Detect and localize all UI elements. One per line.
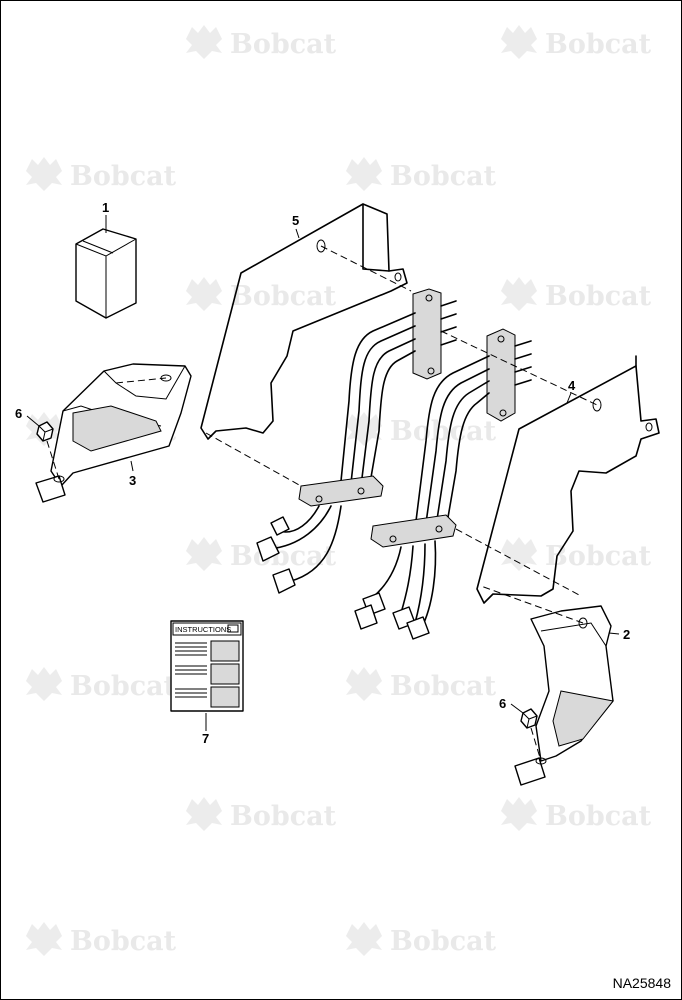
callout-leaders [26, 215, 620, 731]
part-7-instructions-sheet: INSTRUCTIONS [170, 620, 244, 712]
callout-2: 2 [623, 627, 630, 642]
watermark-text: Bobcat [230, 801, 337, 832]
watermark-text: Bobcat [70, 671, 177, 702]
callout-6-right: 6 [499, 696, 506, 711]
part-6-bolt-left [36, 421, 60, 480]
part-1-box [75, 228, 137, 319]
instructions-title: INSTRUCTIONS [175, 625, 231, 634]
watermark-text: Bobcat [545, 281, 652, 312]
callout-4: 4 [568, 378, 576, 393]
watermark-text: Bobcat [230, 29, 337, 60]
hydraulic-lines-front [354, 328, 582, 640]
part-3-guard [35, 363, 192, 503]
part-5-side-shield [200, 203, 412, 487]
callout-5: 5 [292, 213, 299, 228]
watermark-text: Bobcat [545, 29, 652, 60]
watermark-text: Bobcat [390, 671, 497, 702]
watermark-text: Bobcat [390, 416, 497, 447]
watermark-text: Bobcat [390, 926, 497, 957]
watermark-text: Bobcat [230, 281, 337, 312]
hydraulic-lines-rear [256, 288, 457, 594]
callout-1: 1 [102, 200, 109, 215]
callout-labels: 1 5 4 3 2 6 6 7 [15, 200, 630, 746]
part-4-side-shield [440, 330, 660, 604]
figure-id: NA25848 [612, 975, 671, 991]
watermark-text: Bobcat [70, 926, 177, 957]
watermark-text: Bobcat [70, 161, 177, 192]
callout-3: 3 [129, 473, 136, 488]
watermark-text: Bobcat [545, 801, 652, 832]
watermark-text: Bobcat [390, 161, 497, 192]
part-2-guard [480, 585, 614, 786]
callout-7: 7 [202, 731, 209, 746]
callout-6-left: 6 [15, 406, 22, 421]
part-6-bolt-right [520, 708, 542, 762]
